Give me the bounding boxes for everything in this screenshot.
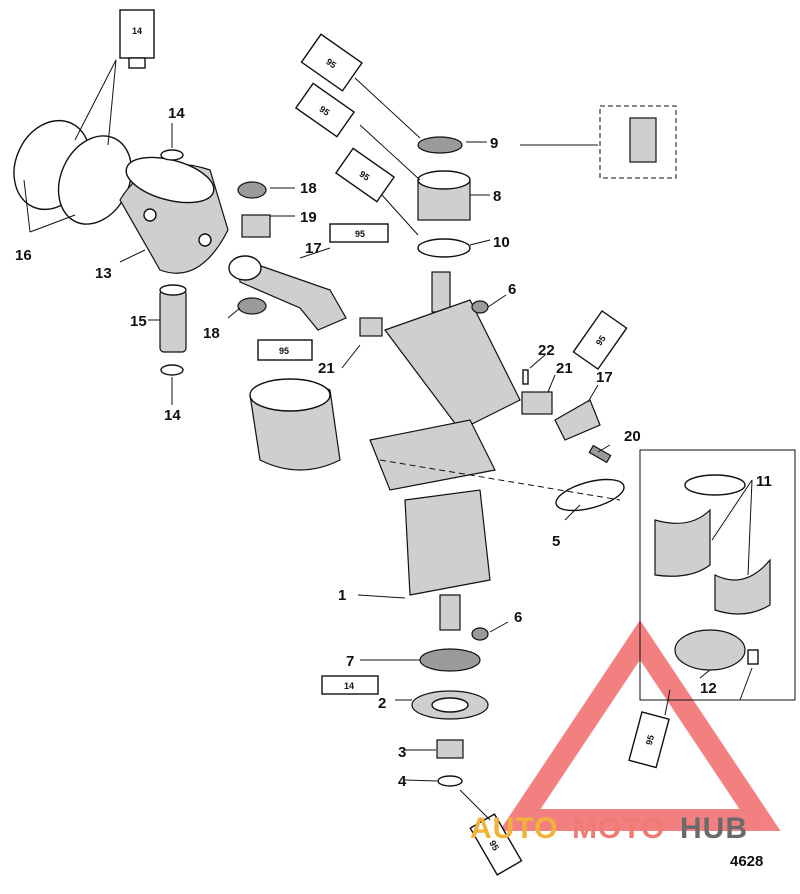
svg-text:95: 95 [279, 346, 289, 356]
crankshaft [369, 271, 521, 631]
callout-15: 15 [130, 313, 147, 330]
o-ring-10 [417, 238, 471, 258]
piston [119, 156, 229, 274]
circlip-lower [160, 364, 184, 376]
o-ring-4 [437, 775, 463, 787]
svg-text:95: 95 [487, 839, 501, 853]
tube-95-g: 95 [628, 711, 670, 769]
callout-6-lower: 6 [514, 609, 522, 626]
callout-11: 11 [756, 473, 772, 490]
callout-numbers: 1 2 3 4 5 6 6 7 8 9 10 11 12 13 14 14 15… [15, 105, 772, 790]
svg-text:95: 95 [357, 169, 371, 183]
upper-bearing-group [417, 136, 471, 258]
screw-20 [588, 444, 612, 464]
watermark-auto: AUTO [470, 812, 558, 845]
callout-4: 4 [398, 773, 407, 790]
key-6-lower [471, 627, 489, 641]
circlip-upper [160, 149, 184, 161]
callout-6-upper: 6 [508, 281, 516, 298]
crank-web-lower [404, 489, 491, 596]
detail-box-bearing [639, 449, 796, 701]
leader-lines [23, 59, 753, 821]
tube-95-a: 95 [300, 33, 363, 92]
thrust-washer-upper [237, 181, 267, 199]
crank-web-middle [369, 419, 496, 491]
tube-95-c: 95 [334, 147, 396, 203]
detail-box-top [599, 105, 677, 179]
callout-8: 8 [493, 188, 501, 205]
callout-21-left: 21 [318, 360, 335, 377]
callout-17-left: 17 [305, 240, 322, 257]
callout-2: 2 [378, 695, 386, 712]
connecting-rod [228, 255, 347, 331]
needle-bearing-small [241, 214, 271, 238]
callout-21-right: 21 [556, 360, 573, 377]
seal-9 [417, 136, 463, 154]
svg-text:95: 95 [324, 56, 338, 70]
retaining-ring-11 [684, 474, 746, 496]
seal-7 [419, 648, 481, 672]
key-6-upper [471, 300, 489, 314]
svg-text:14: 14 [344, 681, 354, 691]
crank-web-upper [384, 299, 521, 431]
figure-number: 4628 [730, 853, 763, 870]
lower-bearing-group [411, 648, 489, 787]
sleeve-3 [436, 739, 464, 759]
callout-20: 20 [624, 428, 641, 445]
tube-95-h: 95 [469, 813, 523, 876]
tube-label: 14 [132, 26, 142, 36]
callout-17-right: 17 [596, 369, 613, 386]
tube-95-f: 95 [572, 309, 628, 371]
tube-95-d: 95 [329, 223, 389, 243]
callout-14-upper: 14 [168, 105, 185, 122]
callout-10: 10 [493, 234, 510, 251]
needle-bearing-21-left [359, 317, 383, 337]
thrust-washer-lower [237, 297, 267, 315]
callout-19: 19 [300, 209, 317, 226]
rod-cap-17 [554, 399, 601, 441]
svg-text:95: 95 [644, 734, 656, 746]
callout-18-upper: 18 [300, 180, 317, 197]
bearing-race-11-a [654, 508, 711, 577]
tube-14-bottom: 14 [321, 675, 379, 695]
needle-bearing-21-right [521, 391, 553, 415]
piston-pin [159, 284, 187, 353]
callout-3: 3 [398, 744, 406, 761]
callout-22: 22 [538, 342, 555, 359]
callout-16: 16 [15, 247, 32, 264]
tube-14-top: 14 [119, 9, 155, 69]
svg-text:95: 95 [317, 104, 331, 118]
bearing-race-11-b [714, 558, 771, 615]
watermark-hub: HUB [680, 812, 748, 845]
callout-7: 7 [346, 653, 354, 670]
callout-5: 5 [552, 533, 560, 550]
tube-95-b: 95 [294, 82, 356, 138]
piston-crown [125, 156, 215, 204]
dowel-22 [522, 369, 529, 385]
piston-assembled [249, 378, 341, 471]
piston-rings [13, 119, 133, 225]
callout-1: 1 [338, 587, 346, 604]
tube-95-e: 95 [257, 339, 313, 361]
callout-12: 12 [700, 680, 717, 697]
svg-text:95: 95 [594, 334, 608, 348]
callout-14-lower: 14 [164, 407, 181, 424]
watermark-text: AUTO MOTO HUB [470, 812, 748, 845]
watermark-moto: MOTO [572, 812, 665, 845]
callout-18-lower: 18 [203, 325, 220, 342]
watermark-triangle [499, 620, 781, 831]
callout-9: 9 [490, 135, 498, 152]
roller-cage-12 [674, 629, 746, 671]
callout-13: 13 [95, 265, 112, 282]
svg-text:95: 95 [355, 229, 365, 239]
